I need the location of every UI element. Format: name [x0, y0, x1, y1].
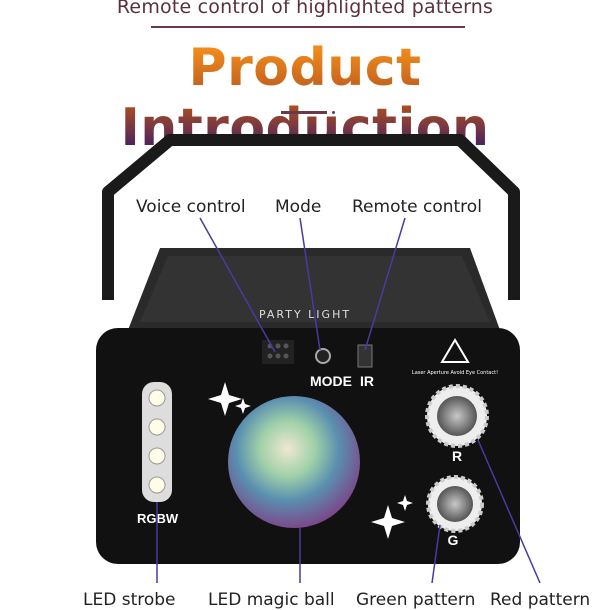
callout-red-pattern: Red pattern	[490, 590, 591, 610]
ir-receiver	[357, 344, 373, 368]
subtitle: Remote control of highlighted patterns	[116, 0, 494, 18]
green-lens-label: G	[448, 532, 459, 548]
callout-green-pattern: Green pattern	[356, 590, 476, 610]
subtitle-underline	[151, 26, 465, 28]
callout-mode: Mode	[275, 197, 322, 217]
strobe-label: RGBW	[137, 511, 179, 526]
callout-lines	[156, 217, 541, 584]
laser-warning-icon	[440, 338, 470, 363]
title-divider	[281, 111, 327, 114]
callout-led-magic-ball: LED magic ball	[208, 590, 335, 610]
mode-button[interactable]	[315, 348, 331, 364]
title-divider-dot	[332, 111, 335, 114]
callout-voice-control: Voice control	[136, 197, 246, 217]
led-magic-ball	[228, 396, 360, 528]
laser-warning-text: Laser Aperture Avoid Eye Contact!	[412, 370, 498, 376]
microphone-grille	[262, 340, 294, 364]
callout-led-strobe: LED strobe	[83, 590, 176, 610]
ir-label: IR	[360, 373, 374, 389]
sparkle-icon	[208, 382, 413, 539]
red-lens-label: R	[452, 448, 462, 464]
brand-text: PARTY LIGHT	[259, 308, 351, 321]
mounting-bracket	[102, 134, 520, 300]
mode-label: MODE	[310, 373, 352, 389]
callout-remote-control: Remote control	[352, 197, 482, 217]
led-strobe	[142, 382, 172, 502]
page-title: Product Introduction	[0, 38, 610, 158]
